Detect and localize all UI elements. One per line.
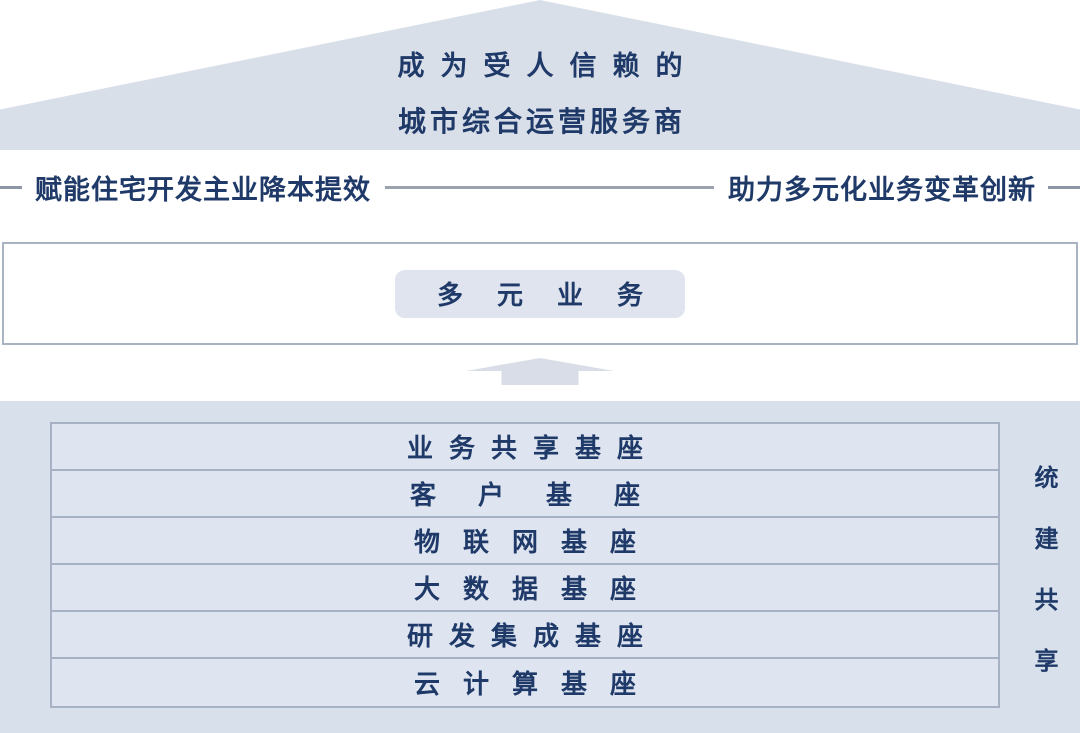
diversified-business-box: 多元业务 bbox=[2, 242, 1078, 345]
left-edge-dash bbox=[0, 185, 22, 189]
vision-title: 成为受人信赖的 城市综合运营服务商 bbox=[0, 44, 1080, 140]
platform-row-label: 客户基座 bbox=[409, 480, 682, 510]
platform-row-label: 业务共享基座 bbox=[406, 433, 659, 463]
right-edge-dash bbox=[1048, 185, 1080, 189]
connector-line bbox=[385, 185, 714, 189]
vision-roof-shape: 成为受人信赖的 城市综合运营服务商 bbox=[0, 0, 1080, 150]
goal-label-left: 赋能住宅开发主业降本提效 bbox=[35, 174, 371, 205]
platform-row-business-sharing: 业务共享基座 bbox=[52, 424, 998, 471]
goal-label-right: 助力多元化业务变革创新 bbox=[728, 174, 1036, 205]
platform-row-customer: 客户基座 bbox=[52, 471, 998, 518]
platform-row-label: 研发集成基座 bbox=[406, 621, 659, 651]
platform-section: 业务共享基座 客户基座 物联网基座 大数据基座 研发集成基座 云计算基座 统建共… bbox=[0, 401, 1080, 733]
platform-row-bigdata: 大数据基座 bbox=[52, 565, 998, 612]
platform-row-cloud-computing: 云计算基座 bbox=[52, 659, 998, 706]
goals-row: 赋能住宅开发主业降本提效 助力多元化业务变革创新 bbox=[0, 169, 1080, 205]
platform-row-label: 云计算基座 bbox=[413, 669, 659, 699]
diversified-business-pill: 多元业务 bbox=[395, 269, 685, 318]
diversified-business-label: 多元业务 bbox=[436, 280, 677, 310]
platform-stack: 业务共享基座 客户基座 物联网基座 大数据基座 研发集成基座 云计算基座 bbox=[50, 422, 1000, 708]
platform-row-rd-integration: 研发集成基座 bbox=[52, 612, 998, 659]
platform-row-iot: 物联网基座 bbox=[52, 518, 998, 565]
up-arrow-icon bbox=[466, 358, 614, 385]
unified-build-share-label: 统建共享 bbox=[1030, 465, 1057, 709]
platform-row-label: 物联网基座 bbox=[413, 527, 659, 557]
vision-title-line2: 城市综合运营服务商 bbox=[397, 106, 686, 137]
platform-row-label: 大数据基座 bbox=[413, 574, 659, 604]
vision-title-line1: 成为受人信赖的 bbox=[397, 51, 699, 81]
